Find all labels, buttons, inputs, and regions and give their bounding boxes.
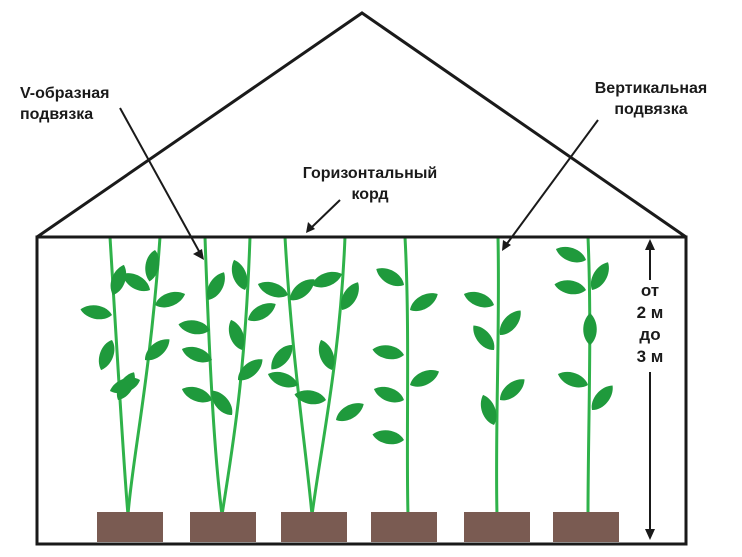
stem [310, 235, 347, 517]
leaf [463, 291, 494, 308]
stem [403, 235, 410, 517]
leaf [590, 262, 609, 290]
leaf [80, 305, 112, 320]
height-label-line4: 3 м [637, 347, 664, 366]
leaf [237, 359, 263, 381]
leaf [228, 319, 245, 350]
leaf [410, 370, 440, 387]
leader-lines [119, 107, 599, 260]
leaf [98, 340, 115, 371]
leaf [480, 394, 497, 425]
leaf [318, 339, 335, 370]
pot [190, 512, 256, 542]
label-vertical-tie-line2: подвязка [614, 101, 687, 118]
stem [220, 235, 252, 517]
leaves [80, 246, 613, 445]
leaf [271, 344, 293, 370]
leaf [211, 390, 233, 416]
stem [203, 235, 224, 517]
leaf [257, 281, 288, 298]
leaf [555, 246, 586, 263]
leaf [499, 379, 525, 401]
leaf [583, 313, 597, 345]
leaf [122, 273, 150, 292]
leaf [145, 250, 160, 282]
leaf [591, 385, 613, 411]
height-arrow [645, 239, 655, 540]
plant-5 [495, 235, 500, 517]
leaf [248, 303, 276, 322]
height-label-line2: 2 м [637, 303, 664, 322]
leaf [373, 386, 404, 403]
label-horizontal-cord-line1: Горизонтальный [303, 165, 438, 182]
pot [553, 512, 619, 542]
label-v-tie-line2: подвязка [20, 106, 93, 123]
leader-line-v-tie [119, 107, 201, 254]
leaf [178, 320, 210, 335]
leaf [410, 293, 438, 312]
roof [36, 11, 687, 239]
leaf [206, 272, 225, 300]
leaf [110, 264, 127, 295]
label-v-tie-line1: V-образная [20, 85, 110, 102]
pot [464, 512, 530, 542]
height-label-line3: до [639, 325, 660, 344]
plants [108, 235, 592, 517]
leaf [294, 390, 326, 405]
leaf [181, 386, 212, 403]
pots [97, 512, 619, 542]
leaf [499, 310, 521, 336]
stem [586, 235, 592, 517]
leaf [289, 279, 315, 301]
leaf [557, 371, 588, 388]
pot [371, 512, 437, 542]
leaf [372, 345, 404, 360]
leaf [336, 403, 364, 422]
arrowhead-down-icon [645, 529, 655, 540]
pot [281, 512, 347, 542]
stem [495, 235, 500, 517]
leaf [231, 259, 248, 290]
leaf [312, 271, 343, 288]
pot [97, 512, 163, 542]
leaf [340, 282, 359, 310]
leaf [376, 268, 404, 287]
label-horizontal-cord-line2: корд [351, 186, 388, 203]
arrowhead-cord-icon [306, 222, 315, 233]
plant-4 [403, 235, 410, 517]
label-vertical-tie-line1: Вертикальная [595, 80, 708, 97]
leaf [144, 339, 170, 361]
leaf [267, 371, 298, 388]
leaf [155, 291, 186, 308]
stem [126, 235, 162, 517]
arrowhead-up-icon [645, 239, 655, 250]
leaf [473, 325, 495, 351]
leaf [372, 430, 404, 445]
plant-6 [586, 235, 592, 517]
leader-line-cord [311, 199, 341, 228]
leaf [554, 280, 586, 295]
leaf [181, 346, 212, 363]
arrowhead-v-tie-icon [193, 249, 204, 260]
arrowhead-vertical-tie-icon [502, 240, 511, 251]
height-label-line1: от [641, 281, 659, 300]
leader-line-vertical-tie [505, 119, 599, 246]
leaf [116, 372, 135, 400]
plant-2 [203, 235, 252, 517]
